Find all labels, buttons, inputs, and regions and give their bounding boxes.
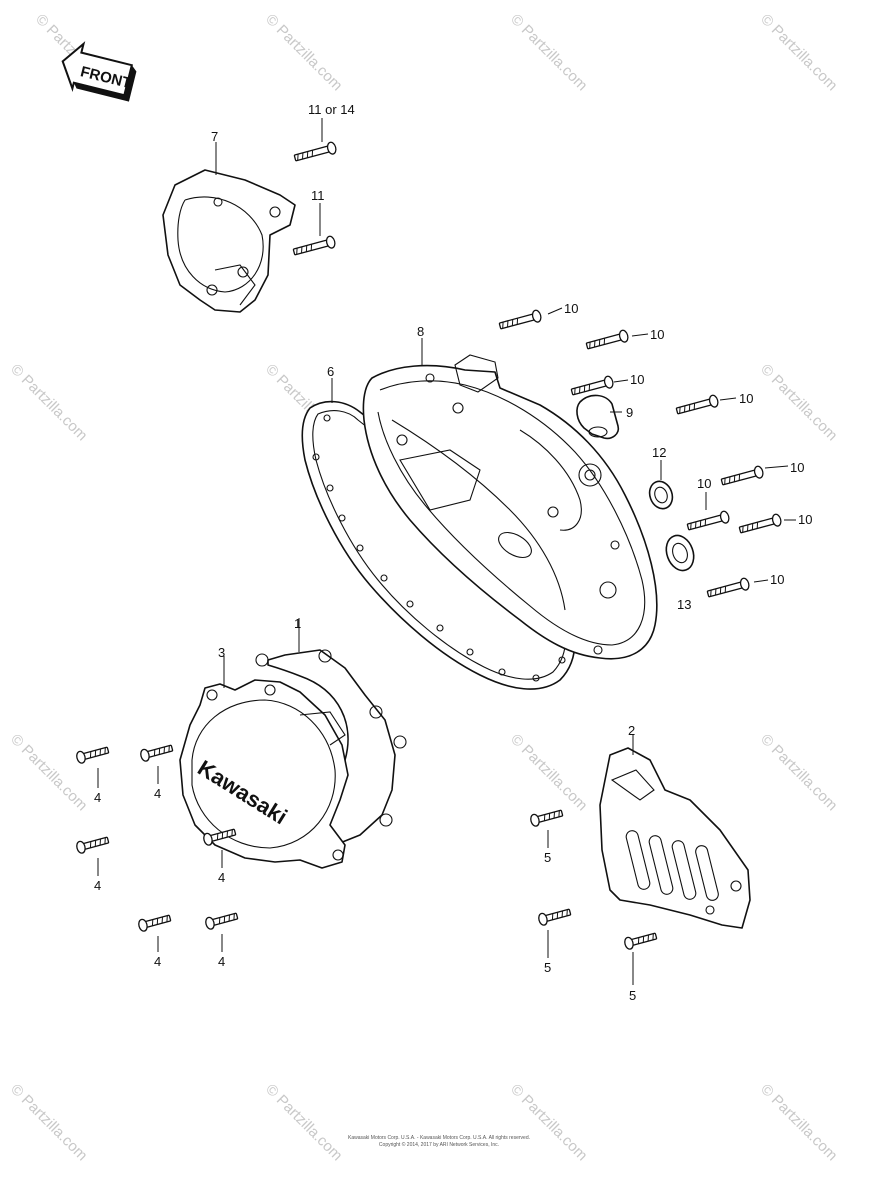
bolt-4 xyxy=(74,833,111,855)
callout-label: 6 xyxy=(327,364,334,379)
callout-label: 10 xyxy=(770,572,784,587)
watermark: © Partzilla.com xyxy=(757,361,840,444)
callout-label: 10 xyxy=(564,301,578,316)
callout-label: 4 xyxy=(154,786,161,801)
bolt-10 xyxy=(584,328,630,353)
watermark: © Partzilla.com xyxy=(507,1081,590,1164)
callout-label: 10 xyxy=(739,391,753,406)
bolt-10 xyxy=(497,308,543,333)
callout-label: 10 xyxy=(630,372,644,387)
bolt-5 xyxy=(536,905,573,927)
bolt-10 xyxy=(674,393,720,418)
callout-label: 8 xyxy=(417,324,424,339)
bolt-10 xyxy=(685,509,731,534)
callout-label: 5 xyxy=(629,988,636,1003)
bolt-5 xyxy=(528,806,565,828)
callout-label: 13 xyxy=(677,597,691,612)
front-arrow-icon: FRONT xyxy=(61,41,137,102)
callout-label: 2 xyxy=(628,723,635,738)
callout-label: 4 xyxy=(218,870,225,885)
bolt-5 xyxy=(622,929,659,951)
callout-label: 4 xyxy=(218,954,225,969)
callout-label: 4 xyxy=(94,878,101,893)
part-9-elbow-fitting xyxy=(576,394,620,440)
watermark: © Partzilla.com xyxy=(7,361,90,444)
bolt-4 xyxy=(203,909,240,931)
bolt-10 xyxy=(569,374,615,399)
bolt-10 xyxy=(737,512,783,537)
part-7-cover xyxy=(162,169,296,313)
watermark: © Partzilla.com xyxy=(507,11,590,94)
callout-label: 10 xyxy=(798,512,812,527)
part-3-outer-cover: Kawasaki xyxy=(179,679,349,869)
callout-labels: 1 2 3 4 4 4 4 4 4 5 5 5 6 7 8 9 10 10 10… xyxy=(94,102,812,1003)
bolt-11 xyxy=(291,234,337,259)
callout-label: 4 xyxy=(94,790,101,805)
leader-lines xyxy=(97,118,796,985)
watermark: © Partzilla.com xyxy=(262,1081,345,1164)
callout-label: 1 xyxy=(294,616,301,631)
bolt-4 xyxy=(74,743,111,765)
bolt-4 xyxy=(138,741,175,763)
callout-label: 3 xyxy=(218,645,225,660)
callout-label: 9 xyxy=(626,405,633,420)
part-8-clutch-cover xyxy=(362,354,658,660)
footer-line-1: Kawasaki Motors Corp. U.S.A. - Kawasaki … xyxy=(348,1135,530,1141)
watermark: © Partzilla.com xyxy=(757,11,840,94)
part-12-seal xyxy=(648,480,674,510)
callout-label: 4 xyxy=(154,954,161,969)
callout-label: 5 xyxy=(544,960,551,975)
callout-label: 10 xyxy=(650,327,664,342)
callout-label: 12 xyxy=(652,445,666,460)
watermark: © Partzilla.com xyxy=(757,1081,840,1164)
callout-label: 11 xyxy=(311,188,325,203)
watermark: © Partzilla.com xyxy=(507,731,590,814)
part-2-sprocket-guard xyxy=(599,747,751,929)
bolt-10 xyxy=(719,464,765,489)
watermark: © Partzilla.com xyxy=(757,731,840,814)
watermark: © Partzilla.com xyxy=(7,731,90,814)
bolt-4 xyxy=(136,911,173,933)
callout-label: 5 xyxy=(544,850,551,865)
watermark: © Partzilla.com xyxy=(7,1081,90,1164)
callout-label: 10 xyxy=(697,476,711,491)
footer-line-2: Copyright © 2014, 2017 by ARI Network Se… xyxy=(379,1141,499,1148)
bolt-10 xyxy=(705,576,751,601)
part-13-oil-seal xyxy=(665,534,695,572)
callout-label: 11 or 14 xyxy=(308,102,355,117)
callout-label: 10 xyxy=(790,460,804,475)
callout-label: 7 xyxy=(211,129,218,144)
bolt-11-or-14 xyxy=(292,140,338,165)
watermark: © Partzilla.com xyxy=(262,11,345,94)
